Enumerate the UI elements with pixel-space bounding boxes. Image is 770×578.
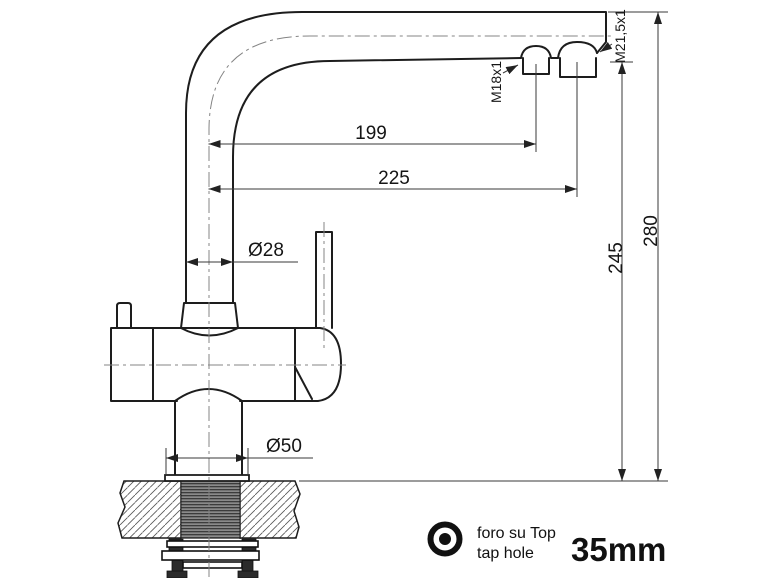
thread-m18-label: M18x1: [488, 61, 504, 103]
note-tap-hole: tap hole: [477, 545, 534, 562]
dim-280-label: 280: [641, 215, 662, 247]
spout-outer-edge: [185, 11, 607, 304]
aerator-m18: [520, 45, 559, 75]
threaded-tailpiece: [181, 481, 240, 539]
neck: [174, 400, 243, 476]
leader-m18: [502, 64, 519, 75]
left-knob: [116, 302, 132, 329]
note-hole-size: 35mm: [571, 531, 666, 568]
countertop-section: [117, 480, 301, 539]
spout-inner-edge: [232, 57, 522, 304]
dim-245-label: 245: [606, 242, 627, 274]
dim-225-label: 225: [378, 168, 410, 189]
outlet-m21: [557, 41, 598, 78]
mounting-bracket: [161, 550, 260, 561]
horseshoe-washer: [166, 540, 259, 548]
tap-hole-icon: [427, 521, 463, 557]
dimension-labels: 199 225 Ø28 Ø50 245 280 M18x1 M21,5x1: [248, 9, 662, 457]
handle-base: [294, 327, 342, 402]
note-foro-su-top: foro su Top: [477, 525, 556, 542]
centerlines: [104, 35, 612, 577]
dimensions: [165, 11, 668, 482]
nut-right: [237, 570, 259, 578]
base-flange: [164, 474, 250, 482]
dim-diameter-50-label: Ø50: [266, 436, 302, 457]
main-centerline: [208, 35, 612, 577]
dim-199-label: 199: [355, 123, 387, 144]
thread-m21-label: M21,5x1: [612, 9, 628, 63]
tap-hole-note: foro su Top tap hole 35mm: [427, 521, 666, 568]
leader-m21: [599, 42, 613, 53]
cross-bar: [182, 561, 243, 569]
faucet-outline: [110, 11, 607, 482]
mounting-hardware: [161, 538, 260, 578]
nut-left: [166, 570, 188, 578]
countertop-left-slab: [117, 480, 182, 539]
countertop-right-slab: [239, 480, 301, 539]
dim-diameter-28-label: Ø28: [248, 240, 284, 261]
